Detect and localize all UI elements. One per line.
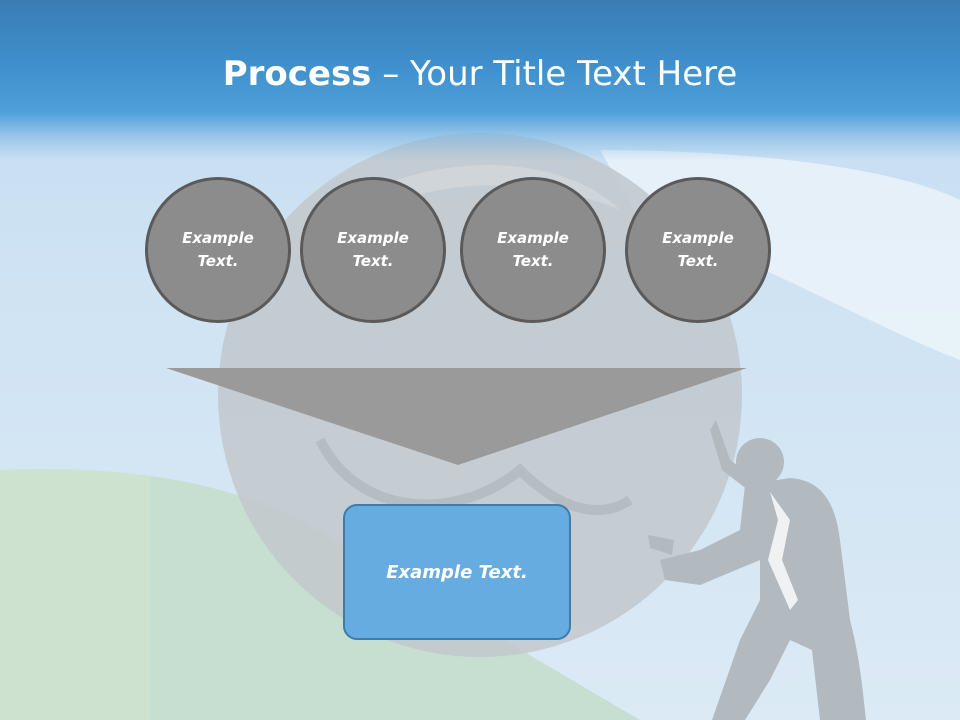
process-step-circle-4[interactable]: Example Text. xyxy=(625,177,771,323)
hill-highlight xyxy=(0,469,150,720)
process-step-circle-1[interactable]: Example Text. xyxy=(145,177,291,323)
title-bold: Process xyxy=(222,54,372,94)
boulder-highlight xyxy=(340,165,620,210)
result-box[interactable]: Example Text. xyxy=(343,504,571,640)
man-shirt xyxy=(768,492,798,610)
circle-label-1: Example Text. xyxy=(182,229,254,270)
title-band xyxy=(0,0,960,160)
process-step-circle-3[interactable]: Example Text. xyxy=(460,177,606,323)
result-box-label: Example Text. xyxy=(386,561,528,583)
circle-label-4: Example Text. xyxy=(662,229,734,270)
process-step-circle-2[interactable]: Example Text. xyxy=(300,177,446,323)
boulder-swirl xyxy=(315,437,633,515)
circle-label-2: Example Text. xyxy=(337,229,409,270)
title-rest: – Your Title Text Here xyxy=(371,54,738,94)
circle-label-3: Example Text. xyxy=(497,229,569,270)
funnel-arrow-triangle xyxy=(166,368,747,465)
man-silhouette xyxy=(648,420,866,720)
slide-title: Process – Your Title Text Here xyxy=(0,52,960,96)
